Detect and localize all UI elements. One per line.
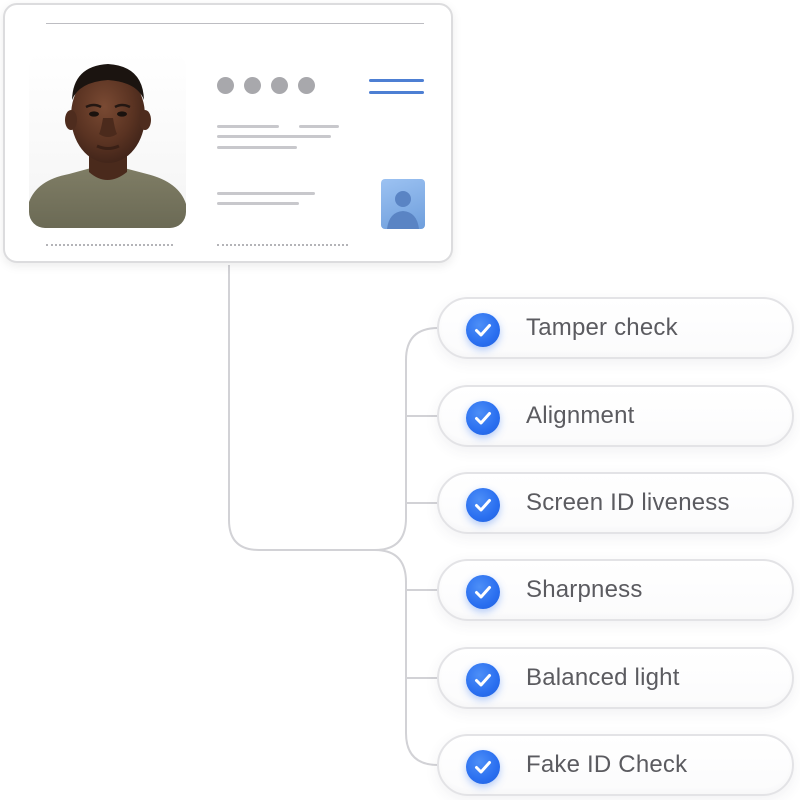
indicator-dots: [217, 77, 315, 94]
check-item-screen-id-liveness: Screen ID liveness: [437, 472, 794, 534]
check-item-alignment: Alignment: [437, 385, 794, 447]
placeholder-text-line: [299, 125, 339, 128]
check-circle-icon: [466, 313, 500, 347]
check-label: Fake ID Check: [526, 751, 688, 778]
check-item-tamper-check: Tamper check: [437, 297, 794, 359]
indicator-dot: [244, 77, 261, 94]
connector-upper-branch: [374, 327, 439, 551]
signature-dotted-line: [217, 244, 348, 246]
indicator-dot: [271, 77, 288, 94]
check-label: Screen ID liveness: [526, 489, 730, 516]
person-avatar-icon: [381, 179, 425, 229]
connector-trunk: [228, 265, 375, 551]
placeholder-text-line: [217, 202, 299, 205]
check-circle-icon: [466, 575, 500, 609]
portrait-illustration: [29, 52, 186, 228]
placeholder-text-line: [217, 135, 331, 138]
signature-dotted-line: [46, 244, 173, 246]
placeholder-text-line: [217, 146, 297, 149]
check-label: Balanced light: [526, 664, 680, 691]
placeholder-text-line: [217, 192, 315, 195]
indicator-dot: [298, 77, 315, 94]
check-item-fake-id-check: Fake ID Check: [437, 734, 794, 796]
connector-lower-branch: [374, 549, 439, 766]
check-label: Sharpness: [526, 576, 643, 603]
person-portrait-photo: [29, 52, 186, 228]
check-circle-icon: [466, 401, 500, 435]
menu-icon: [369, 79, 424, 95]
check-circle-icon: [466, 663, 500, 697]
check-item-balanced-light: Balanced light: [437, 647, 794, 709]
check-item-sharpness: Sharpness: [437, 559, 794, 621]
check-circle-icon: [466, 750, 500, 784]
check-label: Tamper check: [526, 314, 678, 341]
indicator-dot: [217, 77, 234, 94]
id-card: [3, 3, 453, 263]
check-label: Alignment: [526, 402, 635, 429]
placeholder-text-line: [217, 125, 279, 128]
card-top-divider: [46, 23, 424, 24]
check-circle-icon: [466, 488, 500, 522]
